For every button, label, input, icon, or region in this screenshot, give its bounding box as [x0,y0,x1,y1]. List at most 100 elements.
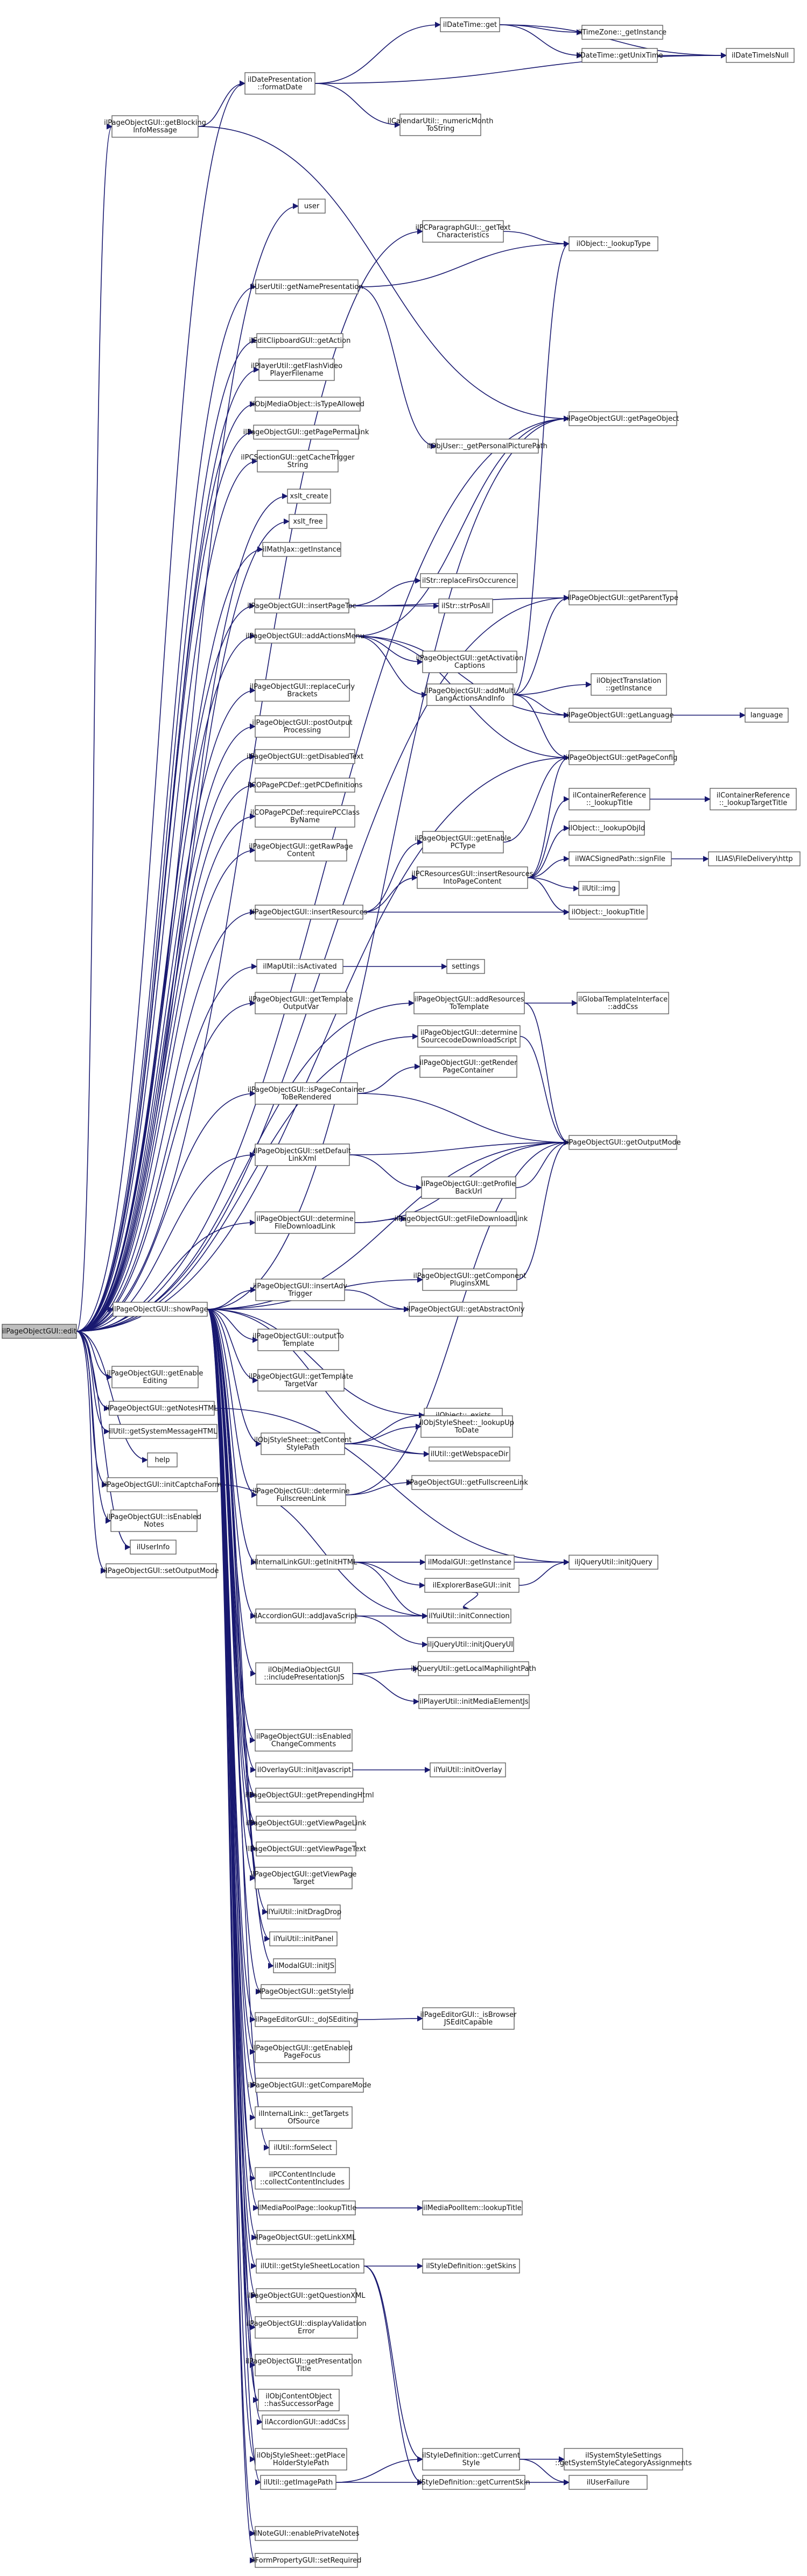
graph-node-accordion-js[interactable]: ilAccordionGUI::addJavaScript [254,1608,357,1624]
graph-node-root[interactable]: ilPageObjectGUI::edit [2,1324,77,1339]
graph-node-webspace[interactable]: ilUtil::getWebspaceDir [429,1446,510,1462]
graph-node-sys-msg[interactable]: ilUtil::getSystemMessageHTML [109,1424,218,1439]
graph-node-jquery-ui[interactable]: iljQueryUtil::initjQueryUI [427,1637,514,1652]
graph-node-multilang[interactable]: ilPageObjectGUI::addMultiLangActionsAndI… [424,683,516,706]
graph-node-yui-connection[interactable]: ilYuiUtil::initConnection [427,1608,511,1624]
graph-node-page-obj[interactable]: ilPageObjectGUI::getPageObject [567,411,679,426]
graph-node-prepending[interactable]: ilPageObjectGUI::getPrependingHtml [245,1788,374,1803]
graph-node-collect-includes[interactable]: ilPCContentInclude::collectContentInclud… [255,2167,350,2190]
graph-node-container-ref[interactable]: ilContainerReference::_lookupTitle [569,788,650,810]
graph-node-set-output-mode[interactable]: ilPageObjectGUI::setOutputMode [104,1563,219,1578]
graph-node-compare-mode[interactable]: ilPageObjectGUI::getCompareMode [248,2078,371,2093]
graph-node-wac[interactable]: ilWACSignedPath::signFile [569,851,672,866]
graph-node-determine-src[interactable]: ilPageObjectGUI::determineSourcecodeDown… [417,1025,521,1048]
graph-node-global-tpl[interactable]: ilGlobalTemplateInterface::addCss [577,992,669,1014]
graph-node-overlay-js[interactable]: ilOverlayGUI::initJavascript [255,1762,353,1777]
graph-node-internal-link[interactable]: ilInternalLinkGUI::getInitHTML [252,1555,357,1570]
graph-node-fullscreen-link[interactable]: ilPageObjectGUI::getFullscreenLink [406,1475,528,1490]
graph-node-form-select[interactable]: ilUtil::formSelect [269,2140,337,2155]
graph-node-file-download[interactable]: ilPageObjectGUI::getFileDownloadLink [395,1211,528,1226]
graph-node-maputil[interactable]: ilMapUtil::isActivated [256,959,343,974]
graph-node-init-captcha[interactable]: ilPageObjectGUI::initCaptchaForm [103,1477,222,1492]
graph-node-yui-panel[interactable]: ilYuiUtil::initPanel [269,1931,338,1946]
graph-node-do-js-editing[interactable]: ilPageEditorGUI::_doJSEditing [255,2012,358,2027]
graph-node-personal-pic[interactable]: ilObjUser::_getPersonalPicturePath [427,439,548,454]
graph-node-pcresources[interactable]: ilPCResourcesGUI::insertResourcesIntoPag… [411,866,534,889]
graph-node-current-skin[interactable]: ilStyleDefinition::getCurrentSkin [417,2475,530,2490]
graph-node-media-pool-item[interactable]: ilMediaPoolItem::lookupTitle [422,2200,523,2215]
graph-node-disabled-text[interactable]: ilPageObjectGUI::getDisabledText [247,749,363,764]
graph-node-insert-resources[interactable]: ilPageObjectGUI::insertResources [251,905,368,920]
graph-node-date-pres[interactable]: ilDatePresentation::formatDate [244,72,315,95]
graph-node-link-xml[interactable]: ilPageObjectGUI::getLinkXML [255,2230,356,2245]
graph-node-maphilight[interactable]: iljQueryUtil::getLocalMaphilightPath [411,1661,536,1676]
graph-node-help[interactable]: help [147,1452,178,1467]
graph-node-dtnull[interactable]: ilDateTimeIsNull [726,48,795,63]
graph-node-stylesheet-location[interactable]: ilUtil::getStyleSheetLocation [256,2259,364,2274]
graph-node-view-link[interactable]: ilPageObjectGUI::getViewPageLink [246,1816,367,1831]
graph-node-system-style[interactable]: ilSystemStyleSettings::getSystemStyleCat… [555,2448,692,2471]
graph-node-lias[interactable]: ILIAS\FileDelivery\http [708,851,801,866]
graph-node-modal-js[interactable]: ilModalGUI::initJS [273,1958,336,1973]
graph-node-ilutil[interactable]: ilUtil::img [578,881,620,896]
graph-node-abstract-only[interactable]: ilPageObjectGUI::getAbstractOnly [407,1302,525,1317]
graph-node-settings[interactable]: settings [446,959,485,974]
graph-node-flash[interactable]: ilPlayerUtil::getFlashVideoPlayerFilenam… [251,358,342,381]
graph-node-insert-toc[interactable]: ilPageObjectGUI::insertPageToc [247,598,356,613]
graph-node-view-text[interactable]: ilPageObjectGUI::getViewPageText [246,1841,366,1857]
graph-node-permalink[interactable]: ilPageObjectGUI::getPagePermaLink [243,425,369,440]
graph-node-iluserinfo[interactable]: ilUserInfo [130,1540,177,1555]
graph-node-page-config[interactable]: ilPageObjectGUI::getPageConfig [566,750,678,765]
graph-node-accordion-css[interactable]: ilAccordionGUI::addCss [262,2415,349,2430]
graph-node-strpos[interactable]: ilStr::strPosAll [438,598,493,613]
graph-node-image-path[interactable]: ilUtil::getImagePath [260,2475,336,2490]
graph-node-question-xml[interactable]: ilPageObjectGUI::getQuestionXML [247,2288,366,2303]
graph-node-show-page[interactable]: ilPageObjectGUI::showPage [112,1302,208,1317]
graph-node-modal[interactable]: ilModalGUI::getInstance [425,1555,515,1570]
graph-node-yui-dragdrop[interactable]: ilYuiUtil::initDragDrop [266,1904,342,1919]
graph-node-language[interactable]: language [745,708,789,723]
graph-node-private-notes[interactable]: ilNoteGUI::enablePrivateNotes [253,2526,360,2541]
graph-node-media-pool[interactable]: ilMediaPoolPage::lookupTitle [257,2200,356,2215]
graph-node-failure[interactable]: ilUserFailure [569,2475,648,2490]
graph-node-is-container[interactable]: ilPageObjectGUI::isPageContainerToBeRend… [248,1082,366,1105]
graph-node-mathjax[interactable]: ilMathJax::getInstance [262,542,341,557]
graph-node-lookup-type[interactable]: ilObject::_lookupType [569,236,658,251]
graph-node-yui-overlay[interactable]: ilYuiUtil::initOverlay [430,1762,506,1777]
graph-node-clipboard[interactable]: ilEditClipboardGUI::getAction [249,333,351,348]
graph-node-datetime[interactable]: ilDateTime::get [440,17,500,32]
graph-node-style-id[interactable]: ilPageObjectGUI::getStyleId [257,1984,354,1999]
graph-node-tz[interactable]: ilTimeZone::_getInstance [578,25,666,40]
graph-node-username[interactable]: ilUserUtil::getNamePresentation [251,279,363,294]
graph-node-mediaelement[interactable]: ilPlayerUtil::initMediaElementJs [418,1694,530,1709]
graph-node-xslt-create[interactable]: xslt_create [287,489,331,504]
graph-node-container-ref2[interactable]: ilContainerReference::_lookupTargetTitle [710,788,797,810]
graph-node-lookup-title[interactable]: ilObject::_lookupTitle [569,905,648,920]
graph-node-get-language[interactable]: ilPageObjectGUI::getLanguage [567,708,674,723]
